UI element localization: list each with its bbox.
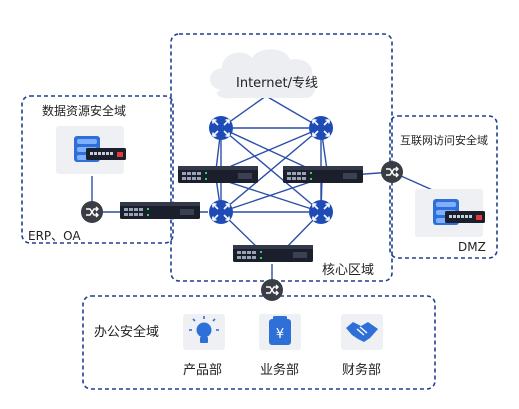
zone-core-border (170, 33, 393, 282)
yuan-document-icon: ¥ (259, 314, 301, 350)
dept-label-finance: 财务部 (342, 363, 382, 378)
data-zone-switch-icon (120, 202, 200, 219)
zone-data-title: 数据资源安全域 (42, 104, 127, 118)
router-icon (208, 115, 234, 141)
router-icon (308, 199, 334, 225)
dmz-server-icon (415, 189, 485, 237)
dept-label-business: 业务部 (260, 363, 300, 378)
internet-zone-gateway-icon (380, 160, 404, 184)
zone-internet-border (389, 115, 498, 259)
zone-internet-caption: DMZ (458, 240, 486, 254)
lightbulb-icon (183, 314, 225, 350)
router-icon (208, 199, 234, 225)
zone-core-title: 核心区域 (322, 263, 375, 278)
zone-office-title: 办公安全域 (94, 325, 160, 340)
internet-cloud (209, 49, 316, 99)
zone-office-border (82, 295, 436, 390)
data-zone-gateway-icon (80, 200, 104, 224)
core-switch-icon (233, 245, 313, 262)
zone-internet-title: 互联网访问安全域 (400, 134, 488, 147)
core-switch-icon (178, 166, 258, 183)
data-server-icon (56, 126, 126, 174)
zone-data-border (21, 95, 174, 244)
zone-data-caption: ERP、OA (28, 229, 81, 243)
handshake-icon (341, 314, 383, 350)
cloud-label: Internet/专线 (236, 76, 318, 91)
dept-label-product: 产品部 (183, 363, 223, 378)
core-switch-icon (283, 166, 363, 183)
office-zone-gateway-icon (260, 278, 284, 302)
svg-text:¥: ¥ (276, 327, 284, 342)
router-icon (308, 115, 334, 141)
